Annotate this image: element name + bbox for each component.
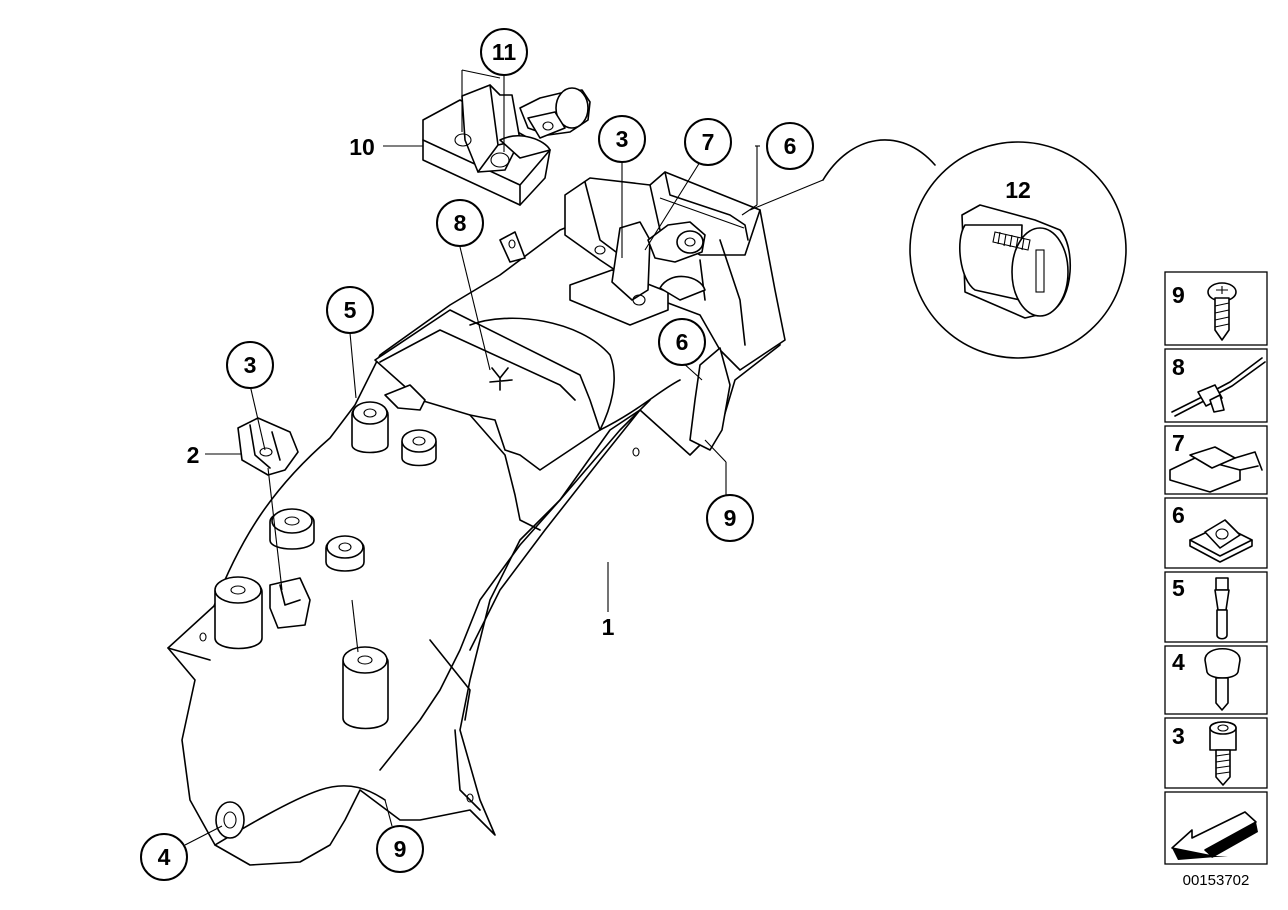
label-2: 2 — [187, 442, 200, 468]
pin-icon — [1214, 577, 1230, 640]
legend-item-8: 8 — [1164, 348, 1268, 423]
callout-9-bottom: 9 — [376, 825, 424, 873]
svg-text:9: 9 — [394, 836, 407, 862]
hex-socket-screw-icon — [1209, 721, 1237, 786]
tray-cable-tie — [489, 367, 513, 391]
legend-item-9: 9 — [1164, 271, 1268, 346]
svg-text:6: 6 — [1172, 502, 1185, 528]
svg-text:5: 5 — [1172, 575, 1185, 601]
svg-text:8: 8 — [1172, 354, 1185, 380]
legend-item-6: 6 — [1164, 497, 1268, 569]
svg-text:4: 4 — [158, 844, 171, 870]
leader-lines — [184, 69, 824, 846]
svg-text:5: 5 — [344, 297, 357, 323]
svg-text:3: 3 — [244, 352, 257, 378]
svg-text:3: 3 — [616, 126, 629, 152]
callout-3-left: 3 — [226, 341, 274, 389]
callout-6-mid: 6 — [658, 318, 706, 366]
screw-icon — [1207, 282, 1237, 341]
parts-legend: 9 8 7 — [1164, 271, 1268, 865]
callout-8: 8 — [436, 199, 484, 247]
callout-6-top: 6 — [766, 122, 814, 170]
clip-icon — [1169, 446, 1263, 493]
document-id: 00153702 — [1183, 872, 1250, 889]
label-10: 10 — [349, 134, 375, 160]
tray-lock-hinge — [569, 221, 706, 326]
callout-5: 5 — [326, 286, 374, 334]
part-2-clip — [237, 417, 299, 476]
legend-item-7: 7 — [1164, 425, 1268, 495]
svg-text:8: 8 — [454, 210, 467, 236]
svg-text:6: 6 — [784, 133, 797, 159]
rubber-buffers — [214, 401, 437, 730]
svg-text:6: 6 — [676, 329, 689, 355]
spring-nut-icon — [1189, 519, 1253, 563]
svg-text:4: 4 — [1172, 649, 1185, 675]
legend-arrow-box — [1164, 791, 1268, 865]
callout-11: 11 — [480, 28, 528, 76]
arrow-icon — [1171, 811, 1258, 860]
callout-7: 7 — [684, 118, 732, 166]
rubber-buffer-icon — [1204, 648, 1241, 711]
lower-clip — [269, 577, 311, 629]
svg-text:9: 9 — [1172, 282, 1185, 308]
callout-3-top: 3 — [598, 115, 646, 163]
legend-item-3: 3 — [1164, 717, 1268, 789]
legend-item-5: 5 — [1164, 571, 1268, 643]
rear-mudguard-assembly — [167, 171, 786, 866]
label-1: 1 — [602, 614, 615, 640]
seat-lock-assembly — [422, 84, 591, 206]
svg-text:3: 3 — [1172, 723, 1185, 749]
svg-text:11: 11 — [492, 39, 517, 65]
lock-cylinder-detail — [822, 139, 1127, 359]
svg-text:7: 7 — [702, 129, 715, 155]
svg-text:9: 9 — [724, 505, 737, 531]
legend-item-4: 4 — [1164, 645, 1268, 715]
svg-text:7: 7 — [1172, 430, 1185, 456]
label-12: 12 — [1005, 177, 1031, 203]
callout-9-right: 9 — [706, 494, 754, 542]
cable-tie-icon — [1171, 357, 1266, 417]
callout-4: 4 — [140, 833, 188, 881]
